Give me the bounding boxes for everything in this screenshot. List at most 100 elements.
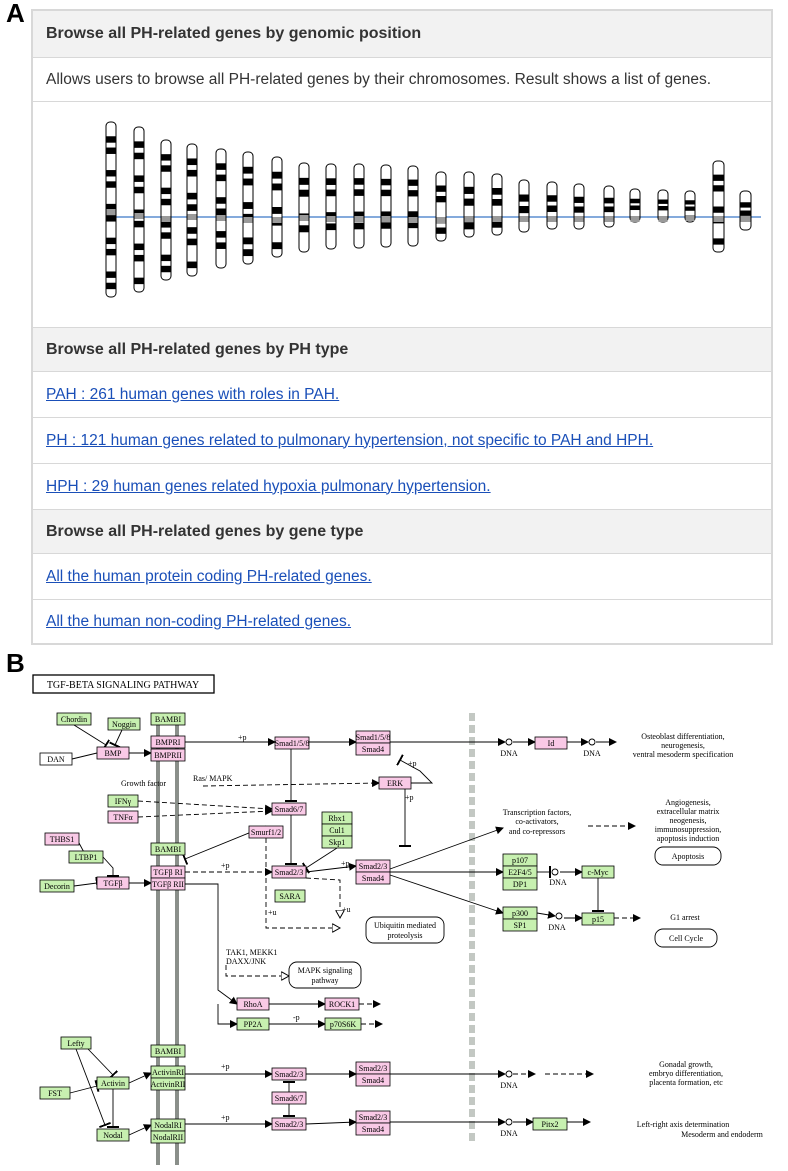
chromosome-ideogram[interactable] — [33, 101, 771, 327]
chromosome[interactable] — [325, 163, 337, 250]
node-smad23-1[interactable]: Smad2/3 — [271, 865, 307, 879]
node-rbx1[interactable]: Rbx1 — [321, 811, 353, 825]
node-rhoa[interactable]: RhoA — [236, 997, 270, 1011]
node-bmp[interactable]: BMP — [96, 746, 130, 760]
chromosome[interactable] — [573, 183, 585, 230]
chromosome[interactable] — [629, 188, 641, 223]
node-sp1[interactable]: SP1 — [502, 918, 538, 932]
node-erk[interactable]: ERK — [378, 776, 412, 790]
label-dna-4: DNA — [548, 923, 566, 932]
pathway-edge — [265, 838, 340, 928]
link-hph-genes[interactable]: HPH : 29 human genes related hypoxia pul… — [33, 463, 771, 509]
node-dan[interactable]: DAN — [39, 752, 73, 766]
node-e2f45[interactable]: E2F4/5 — [502, 865, 538, 879]
node-cell-cycle[interactable]: Cell Cycle — [654, 928, 718, 948]
chromosome[interactable] — [546, 181, 558, 230]
node-cul1[interactable]: Cul1 — [321, 823, 353, 837]
node-fst[interactable]: FST — [39, 1086, 71, 1100]
node-tgfbrii[interactable]: TGFβ RII — [150, 877, 186, 891]
chromosome[interactable] — [215, 148, 227, 269]
node-tgfbri[interactable]: TGFβ RI — [150, 865, 186, 879]
node-smad158-1[interactable]: Smad1/5/8 — [274, 736, 310, 750]
node-smurf[interactable]: Smurf1/2 — [248, 825, 284, 839]
node-smad23-6-label: Smad2/3 — [359, 1113, 387, 1122]
node-id-label: Id — [548, 739, 555, 748]
node-pitx2[interactable]: Pitx2 — [532, 1117, 568, 1131]
node-bambi-3[interactable]: BAMBI — [150, 1044, 186, 1058]
node-smad4-2[interactable]: Smad4 — [355, 871, 391, 885]
node-lefty[interactable]: Lefty — [60, 1036, 92, 1050]
node-bambi-1[interactable]: BAMBI — [150, 712, 186, 726]
node-apoptosis[interactable]: Apoptosis — [654, 846, 722, 866]
chromosome[interactable] — [160, 139, 172, 281]
node-smad158-2[interactable]: Smad1/5/8 — [355, 730, 391, 744]
chromosome[interactable] — [463, 171, 475, 238]
node-ltbp1[interactable]: LTBP1 — [68, 850, 104, 864]
node-ifng[interactable]: IFNγ — [107, 794, 139, 808]
node-activin[interactable]: Activin — [96, 1076, 130, 1090]
node-noggin[interactable]: Noggin — [107, 717, 141, 731]
node-chordin[interactable]: Chordin — [56, 712, 92, 726]
node-nodalrii[interactable]: NodalRII — [150, 1130, 186, 1144]
node-cmyc[interactable]: c-Myc — [581, 865, 615, 879]
node-thbs1[interactable]: THBS1 — [44, 832, 80, 846]
node-tnfa[interactable]: TNFα — [107, 810, 139, 824]
chromosome[interactable] — [518, 179, 530, 233]
node-activinrii[interactable]: ActivinRII — [150, 1077, 186, 1091]
chromosome[interactable] — [684, 190, 696, 223]
node-nodalri[interactable]: NodalRI — [150, 1118, 186, 1132]
node-p15[interactable]: p15 — [581, 912, 615, 926]
node-p70s6k[interactable]: p70S6K — [324, 1017, 362, 1031]
node-smad4-3[interactable]: Smad4 — [355, 1073, 391, 1087]
node-id[interactable]: Id — [534, 736, 568, 750]
chromosome[interactable] — [407, 165, 419, 247]
pathway-edge — [75, 1048, 111, 1129]
node-decorin[interactable]: Decorin — [39, 879, 75, 893]
link-ph-genes[interactable]: PH : 121 human genes related to pulmonar… — [33, 417, 771, 463]
link-non-coding-genes[interactable]: All the human non-coding PH-related gene… — [33, 599, 771, 643]
node-smad67-2[interactable]: Smad6/7 — [271, 1091, 307, 1105]
chromosome[interactable] — [353, 163, 365, 249]
node-tgfb[interactable]: TGFβ — [96, 876, 130, 890]
node-nodal-label: Nodal — [103, 1131, 123, 1140]
chromosome[interactable] — [105, 121, 117, 298]
node-bambi-2[interactable]: BAMBI — [150, 842, 186, 856]
node-smad23-4[interactable]: Smad2/3 — [355, 1061, 391, 1075]
chromosome[interactable] — [712, 160, 725, 253]
node-smad67-1[interactable]: Smad6/7 — [271, 802, 307, 816]
node-cul1-label: Cul1 — [329, 826, 345, 835]
chromosome[interactable] — [242, 151, 254, 265]
chromosome[interactable] — [133, 126, 145, 293]
chromosome[interactable] — [271, 156, 283, 258]
node-smad23-5[interactable]: Smad2/3 — [271, 1117, 307, 1131]
node-p107[interactable]: p107 — [502, 853, 538, 867]
chromosome[interactable] — [380, 164, 392, 248]
link-pah-genes[interactable]: PAH : 261 human genes with roles in PAH. — [33, 371, 771, 417]
node-dp1[interactable]: DP1 — [502, 877, 538, 891]
node-smad23-3[interactable]: Smad2/3 — [271, 1067, 307, 1081]
node-bmprii[interactable]: BMPRII — [150, 748, 186, 762]
node-bmpri[interactable]: BMPRI — [150, 735, 186, 749]
chromosome[interactable] — [186, 143, 198, 277]
node-sara[interactable]: SARA — [274, 889, 306, 903]
node-smad23-6[interactable]: Smad2/3 — [355, 1110, 391, 1124]
node-nodal[interactable]: Nodal — [96, 1128, 130, 1142]
link-protein-coding-genes[interactable]: All the human protein coding PH-related … — [33, 553, 771, 599]
node-smad4-1[interactable]: Smad4 — [355, 742, 391, 756]
chromosome[interactable] — [657, 189, 669, 223]
chromosome[interactable] — [603, 185, 615, 228]
chromosome[interactable] — [491, 173, 503, 236]
node-pp2a[interactable]: PP2A — [236, 1017, 270, 1031]
node-smad4-4[interactable]: Smad4 — [355, 1122, 391, 1136]
node-p300[interactable]: p300 — [502, 906, 538, 920]
node-rock1[interactable]: ROCK1 — [324, 997, 360, 1011]
pathway-nodes: ChordinNogginBAMBIDANBMPBMPRIBMPRIISmad1… — [39, 712, 722, 1144]
chromosome[interactable] — [435, 171, 447, 242]
node-skp1[interactable]: Skp1 — [321, 835, 353, 849]
node-activinri[interactable]: ActivinRI — [150, 1065, 186, 1079]
chromosome[interactable] — [739, 190, 752, 231]
chromosome[interactable] — [298, 162, 310, 253]
node-smad23-2[interactable]: Smad2/3 — [355, 859, 391, 873]
